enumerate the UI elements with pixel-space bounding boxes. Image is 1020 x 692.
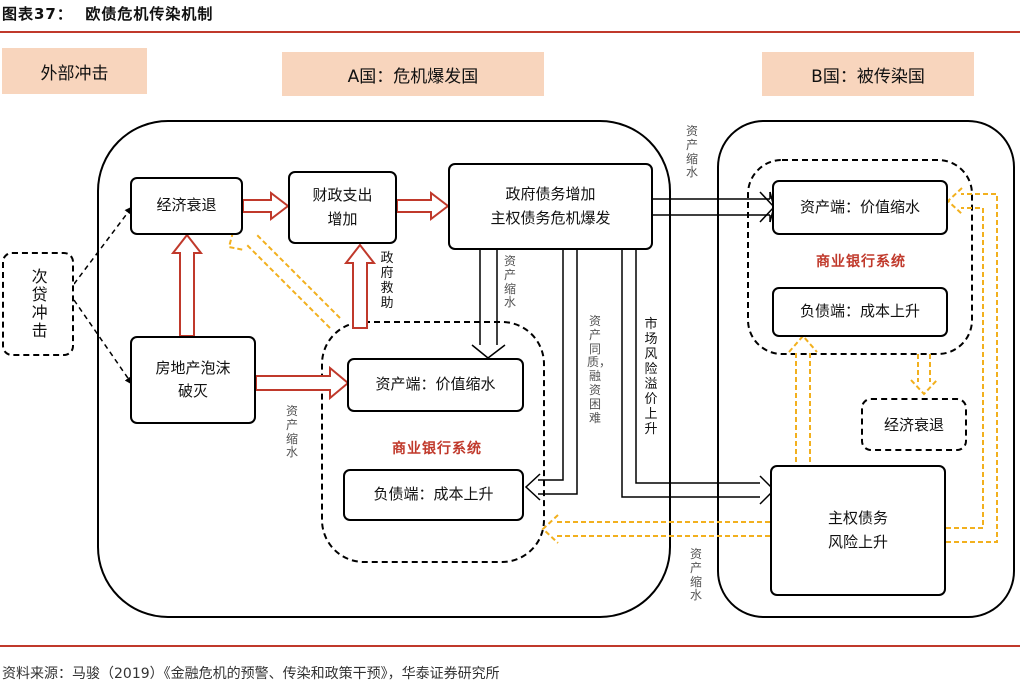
- band-external-shock: 外部冲击: [2, 48, 147, 94]
- fiscal-to-debt-arrow: [396, 190, 450, 222]
- figure-title: 图表37： 欧债危机传染机制: [2, 5, 214, 23]
- b-asset-side-box: 资产端：价值缩水: [772, 180, 948, 235]
- band-country-b: B国：被传染国: [762, 52, 974, 96]
- bank-b-container: [747, 159, 973, 355]
- footer-divider: [0, 645, 1020, 647]
- asset-shrink-label-bottom: 资产缩水: [689, 547, 702, 603]
- source-note: 资料来源：马骏（2019）《金融危机的预警、传染和政策干预》，华泰证券研究所: [2, 666, 500, 682]
- recession-to-fiscal-arrow: [242, 190, 290, 222]
- a-liability-side-box: 负债端：成本上升: [343, 469, 524, 521]
- bailout-to-fiscal-arrow: [343, 243, 377, 329]
- bank-a-container: [321, 321, 545, 563]
- asset-homogeneity-label: 资产同质，融资困难: [587, 314, 612, 425]
- market-risk-premium-label: 市场风险溢价上升: [644, 317, 658, 437]
- a-recession-box: 经济衰退: [130, 177, 243, 235]
- asset-shrink-label-property: 资产缩水: [285, 404, 298, 460]
- subprime-to-recession-arrow: [73, 206, 133, 285]
- b-recession-box: 经济衰退: [861, 398, 967, 451]
- property-to-bank-arrow: [255, 365, 350, 401]
- b-bank-system-label: 商业银行系统: [816, 254, 906, 270]
- b-liability-side-box: 负债端：成本上升: [772, 287, 948, 337]
- country-b-container: [717, 120, 1015, 618]
- a-government-debt-box: 政府债务增加 主权债务危机爆发: [448, 163, 653, 250]
- gov-bailout-label: 政府救助: [380, 251, 394, 311]
- country-a-container: [97, 120, 671, 618]
- yellow-dashed-arrows: [227, 187, 998, 544]
- band-country-a: A国：危机爆发国: [282, 52, 544, 96]
- a-bank-system-label: 商业银行系统: [392, 441, 482, 457]
- header-divider: [0, 31, 1020, 33]
- asset-shrink-label-top: 资产缩水: [685, 124, 698, 180]
- a-asset-side-box: 资产端：价值缩水: [347, 358, 524, 412]
- subprime-shock-box: 次贷冲击: [2, 252, 74, 356]
- a-fiscal-spending-box: 财政支出 增加: [288, 171, 397, 244]
- property-to-recession-arrow: [170, 233, 204, 337]
- red-arrows: [170, 190, 450, 401]
- asset-shrink-label-a-inner: 资产缩水: [503, 254, 516, 310]
- subprime-to-property-arrow: [73, 299, 133, 385]
- b-sovereign-risk-box: 主权债务 风险上升: [770, 465, 946, 596]
- black-double-arrows: [471, 191, 776, 505]
- a-property-bubble-box: 房地产泡沫 破灭: [130, 336, 256, 424]
